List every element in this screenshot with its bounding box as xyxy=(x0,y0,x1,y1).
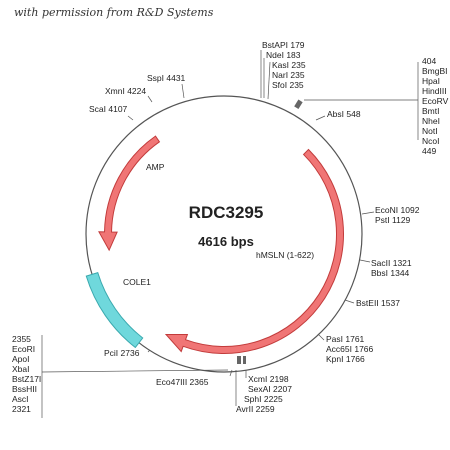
site-acc65i: Acc65I 1766 xyxy=(326,344,374,354)
site-ndei: NdeI 183 xyxy=(266,50,301,60)
leader-bsteii xyxy=(344,299,355,304)
left-site-4: BstZ17I xyxy=(12,374,41,384)
mcs-site-9: 449 xyxy=(422,146,436,156)
cole1-label: COLE1 xyxy=(123,277,151,287)
leader-eco47iii xyxy=(229,369,233,377)
left-site-0: 2355 xyxy=(12,334,31,344)
left-site-1: EcoRI xyxy=(12,344,35,354)
hmsln-label: hMSLN (1-622) xyxy=(256,250,314,260)
cole1-feature-band xyxy=(85,271,144,349)
leader-kasi xyxy=(267,61,271,100)
leader-left-block xyxy=(41,369,229,373)
left-site-6: AscI xyxy=(12,394,29,404)
site-sfoi: SfoI 235 xyxy=(272,80,304,90)
mcs-site-4: EcoRV xyxy=(422,96,449,106)
leader-lines xyxy=(41,50,419,418)
site-sacii: SacII 1321 xyxy=(371,258,412,268)
site-kpni: KpnI 1766 xyxy=(326,354,365,364)
site-pcii: PciI 2736 xyxy=(104,348,140,358)
site-sexai: SexAI 2207 xyxy=(248,384,292,394)
mcs-marker-3 xyxy=(243,356,246,364)
credit-note: with permission from R&D Systems xyxy=(14,6,214,19)
site-kasi: KasI 235 xyxy=(272,60,306,70)
left-site-list: 2355 EcoRI ApoI XbaI BstZ17I BssHII AscI… xyxy=(12,334,41,414)
leader-xmni xyxy=(147,95,153,103)
mcs-site-8: NcoI xyxy=(422,136,439,146)
mcs-site-5: BmtI xyxy=(422,106,439,116)
left-site-2: ApoI xyxy=(12,354,30,364)
leader-econi xyxy=(361,211,375,215)
site-eco47iii: Eco47III 2365 xyxy=(156,377,209,387)
mcs-site-0: 404 xyxy=(422,56,436,66)
leader-pasi xyxy=(317,333,325,341)
mcs-site-3: HindIII xyxy=(422,86,447,96)
amp-feature-arrow xyxy=(98,135,161,252)
site-pasi: PasI 1761 xyxy=(326,334,365,344)
left-site-7: 2321 xyxy=(12,404,31,414)
mcs-site-list: 404 BmgBI HpaI HindIII EcoRV BmtI NheI N… xyxy=(422,56,449,156)
site-xcmi: XcmI 2198 xyxy=(248,374,289,384)
site-absi: AbsI 548 xyxy=(327,109,361,119)
mcs-site-1: BmgBI xyxy=(422,66,448,76)
site-bstapi: BstAPI 179 xyxy=(262,40,305,50)
amp-label: AMP xyxy=(146,162,165,172)
leader-scai xyxy=(127,115,134,121)
site-nari: NarI 235 xyxy=(272,70,305,80)
site-bsteii: BstEII 1537 xyxy=(356,298,400,308)
site-xmni: XmnI 4224 xyxy=(105,86,146,96)
plasmid-size: 4616 bps xyxy=(198,234,254,249)
site-scai: ScaI 4107 xyxy=(89,104,128,114)
plasmid-backbone xyxy=(85,95,363,373)
hmsln-feature-arrow xyxy=(164,148,344,354)
mcs-site-2: HpaI xyxy=(422,76,440,86)
site-sspi: SspI 4431 xyxy=(147,73,186,83)
leader-sacii xyxy=(359,259,371,263)
leader-absi xyxy=(315,115,326,121)
mcs-marker xyxy=(294,99,303,109)
mcs-site-7: NotI xyxy=(422,126,438,136)
leader-pcii xyxy=(147,349,151,353)
mcs-site-6: NheI xyxy=(422,116,440,126)
site-econi: EcoNI 1092 xyxy=(375,205,420,215)
mcs-marker-2 xyxy=(237,356,241,364)
left-site-3: XbaI xyxy=(12,364,30,374)
site-sphi: SphI 2225 xyxy=(244,394,283,404)
site-psti: PstI 1129 xyxy=(375,215,411,225)
site-avrii: AvrII 2259 xyxy=(236,404,275,414)
plasmid-name: RDC3295 xyxy=(189,203,264,222)
leader-sspi xyxy=(181,83,185,99)
site-bbsi: BbsI 1344 xyxy=(371,268,410,278)
left-site-5: BssHII xyxy=(12,384,37,394)
